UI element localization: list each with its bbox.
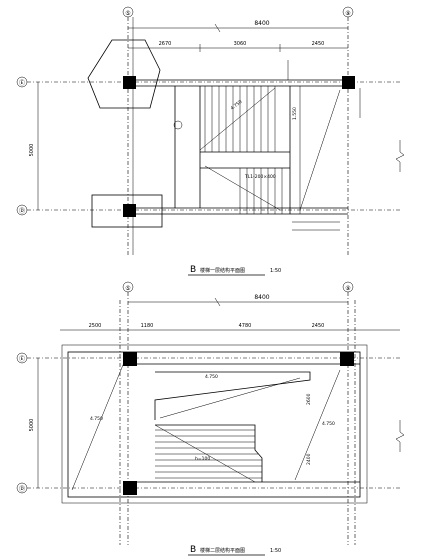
grid-label-x1: ⑤ bbox=[125, 10, 130, 17]
grid-axis-bubble-icon: ⑨ bbox=[342, 281, 354, 293]
sub-dim-1: 2670 bbox=[159, 41, 172, 47]
grid-label-x2: ⑨ bbox=[345, 10, 350, 17]
sub-dim-3: 2450 bbox=[312, 41, 325, 47]
sub-dim-b-4: 2450 bbox=[312, 323, 325, 329]
grid-axis-bubble-icon: ⑤ bbox=[122, 6, 134, 18]
stair-treads bbox=[155, 429, 262, 479]
slab-label-b: h=100 bbox=[195, 456, 210, 462]
grid-axis-bubble-icon: Ⓓ bbox=[16, 204, 28, 216]
sub-dim-b-2: 1180 bbox=[141, 323, 154, 329]
grid-axis-bubble-icon: Ⓔ bbox=[16, 76, 28, 88]
grid-label-y2-b: Ⓓ bbox=[19, 485, 25, 493]
plan-top-scale: 1:50 bbox=[270, 268, 281, 274]
grid-label-y1-b: Ⓔ bbox=[19, 355, 25, 363]
plan-bottom: ⑤ ⑨ 8400 2500 1180 4780 2450 Ⓔ Ⓓ 5000 bbox=[16, 281, 405, 556]
level-label-b-2: 4.750 bbox=[90, 416, 103, 422]
grid-axis-bubble-icon: Ⓓ bbox=[16, 482, 28, 494]
level-label: 4.750 bbox=[230, 99, 244, 112]
grid-axis-bubble-icon: Ⓔ bbox=[16, 352, 28, 364]
overall-dim: 8400 bbox=[254, 20, 269, 27]
plan-bottom-title: 楼梯二层结构平面图 bbox=[200, 547, 245, 554]
annotation-stack bbox=[287, 60, 361, 231]
plan-top: ⑤ ⑨ 8400 2670 3060 2450 Ⓔ Ⓓ bbox=[16, 6, 405, 276]
break-line-icon bbox=[395, 140, 405, 172]
grid-axis-bubble-icon: ⑨ bbox=[342, 6, 354, 18]
plan-top-title: 楼梯一层结构平面图 bbox=[200, 267, 245, 274]
plan-top-title-letter: B bbox=[190, 265, 196, 275]
beam-label-2: TL1-200×400 bbox=[244, 174, 276, 180]
plan-bottom-title-letter: B bbox=[190, 545, 196, 555]
stair-treads bbox=[204, 86, 283, 214]
level-label-b: 4.750 bbox=[205, 374, 218, 380]
plan-bottom-scale: 1:50 bbox=[270, 548, 281, 554]
grid-label-x2-b: ⑨ bbox=[345, 285, 350, 292]
grid-label-x1-b: ⑤ bbox=[125, 285, 130, 292]
level-label-b-3: 4.750 bbox=[322, 421, 335, 427]
beam-label: 1.550 bbox=[292, 107, 298, 120]
grid-label-y1: Ⓔ bbox=[19, 79, 25, 87]
break-line-icon bbox=[395, 420, 405, 452]
overall-dim-b: 8400 bbox=[254, 294, 269, 301]
span-label-b: 2600 bbox=[306, 393, 312, 405]
grid-axis-bubble-icon: ⑤ bbox=[122, 281, 134, 293]
side-dim-b: 5000 bbox=[29, 419, 35, 432]
sub-dim-2: 3060 bbox=[234, 41, 247, 47]
span-label-b-2: 2400 bbox=[306, 453, 312, 465]
sub-dim-b-1: 2500 bbox=[89, 323, 102, 329]
grid-label-y2: Ⓓ bbox=[19, 207, 25, 215]
side-dim: 5000 bbox=[29, 144, 35, 157]
sub-dim-b-3: 4780 bbox=[239, 323, 252, 329]
